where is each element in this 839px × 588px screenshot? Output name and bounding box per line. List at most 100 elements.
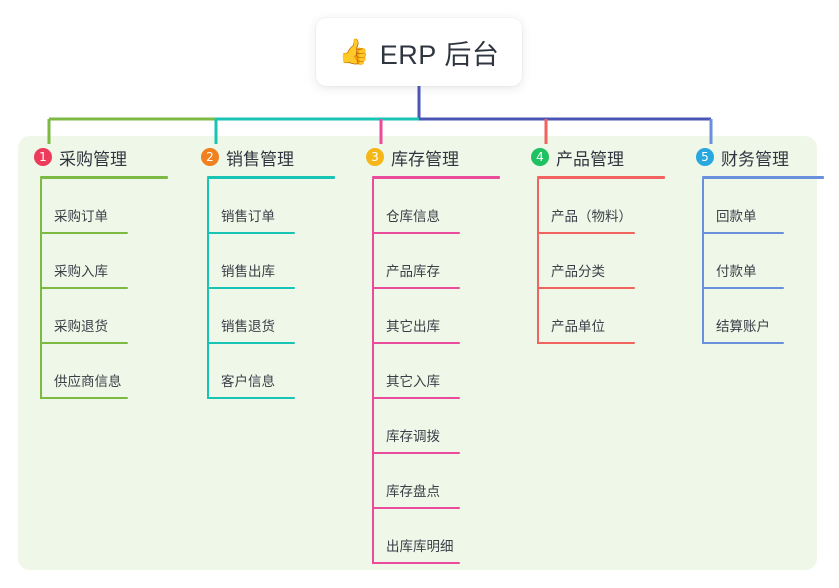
branch-child-underline (372, 287, 460, 289)
branch-column: 4 产品管理产品（物料） 产品分类产品单位 (515, 144, 685, 344)
branch-child-label: 供应商信息 (54, 374, 122, 389)
branch-underline (40, 176, 168, 179)
branch-child-underline (372, 232, 460, 234)
branch-header[interactable]: 2 销售管理 (185, 144, 355, 170)
branch-child-label: 其它入库 (386, 374, 440, 389)
branch-child-list: 仓库信息产品库存其它出库其它入库库存调拨库存盘点出库库明细 (350, 179, 520, 564)
branch-child-item[interactable]: 采购退货 (18, 289, 188, 344)
branch-child-label: 库存盘点 (386, 484, 440, 499)
branch-child-item[interactable]: 结算账户 (680, 289, 820, 344)
branch-spine (40, 179, 42, 399)
branch-column: 5 财务管理回款单付款单结算账户 (680, 144, 824, 344)
branch-child-label: 产品单位 (551, 319, 605, 334)
branch-header[interactable]: 1 采购管理 (18, 144, 188, 170)
branch-child-underline (207, 287, 295, 289)
branch-child-underline (702, 232, 784, 234)
branch-child-underline (537, 232, 635, 234)
branch-spine (372, 179, 374, 564)
branch-header[interactable]: 3 库存管理 (350, 144, 520, 170)
branch-child-list: 采购订单采购入库采购退货供应商信息 (18, 179, 188, 399)
branch-child-item[interactable]: 付款单 (680, 234, 820, 289)
branch-number-badge: 4 (531, 148, 549, 166)
branch-child-item[interactable]: 产品单位 (515, 289, 685, 344)
root-node-content: 👍 ERP 后台 (339, 33, 500, 72)
branch-child-label: 付款单 (716, 264, 757, 279)
branch-child-underline (702, 342, 784, 344)
branch-child-label: 产品库存 (386, 264, 440, 279)
branch-child-underline (372, 397, 460, 399)
branch-child-item[interactable]: 产品分类 (515, 234, 685, 289)
branch-child-underline (372, 562, 460, 564)
branch-child-label: 客户信息 (221, 374, 275, 389)
branch-child-item[interactable]: 产品（物料） (515, 179, 685, 234)
branch-child-list: 产品（物料） 产品分类产品单位 (515, 179, 685, 344)
branch-title: 采购管理 (59, 149, 127, 169)
branch-child-underline (207, 397, 295, 399)
branch-child-underline (207, 342, 295, 344)
branch-title: 销售管理 (226, 149, 294, 169)
branch-header[interactable]: 5 财务管理 (680, 144, 820, 170)
branch-child-item[interactable]: 产品库存 (350, 234, 520, 289)
branch-child-label: 出库库明细 (386, 539, 454, 554)
branch-child-item[interactable]: 销售出库 (185, 234, 355, 289)
branch-child-underline (372, 452, 460, 454)
branch-child-item[interactable]: 其它入库 (350, 344, 520, 399)
branch-child-underline (40, 342, 128, 344)
branch-child-item[interactable]: 供应商信息 (18, 344, 188, 399)
branch-child-item[interactable]: 客户信息 (185, 344, 355, 399)
branch-spine (537, 179, 539, 344)
branch-spine (702, 179, 704, 344)
branch-child-list: 销售订单销售出库销售退货客户信息 (185, 179, 355, 399)
branch-child-item[interactable]: 其它出库 (350, 289, 520, 344)
branch-child-item[interactable]: 销售退货 (185, 289, 355, 344)
branch-column: 3 库存管理仓库信息产品库存其它出库其它入库库存调拨库存盘点出库库明细 (350, 144, 520, 564)
branch-underline (537, 176, 665, 179)
branch-child-underline (372, 342, 460, 344)
branch-child-label: 销售退货 (221, 319, 275, 334)
branch-child-list: 回款单付款单结算账户 (680, 179, 820, 344)
branch-child-item[interactable]: 仓库信息 (350, 179, 520, 234)
branch-child-label: 产品分类 (551, 264, 605, 279)
branch-child-label: 仓库信息 (386, 209, 440, 224)
branch-underline (207, 176, 335, 179)
branch-title: 库存管理 (391, 149, 459, 169)
branch-column: 2 销售管理销售订单销售出库销售退货客户信息 (185, 144, 355, 399)
branch-child-underline (537, 287, 635, 289)
branch-number-badge: 3 (366, 148, 384, 166)
branch-child-label: 采购入库 (54, 264, 108, 279)
branch-child-label: 库存调拨 (386, 429, 440, 444)
branch-column: 1 采购管理采购订单采购入库采购退货供应商信息 (18, 144, 188, 399)
branch-title: 财务管理 (721, 149, 789, 169)
branch-number-badge: 2 (201, 148, 219, 166)
branch-child-label: 回款单 (716, 209, 757, 224)
branch-number-badge: 1 (34, 148, 52, 166)
branch-child-underline (207, 232, 295, 234)
branch-child-label: 结算账户 (716, 319, 770, 334)
branch-child-underline (40, 287, 128, 289)
branch-child-item[interactable]: 销售订单 (185, 179, 355, 234)
branch-child-label: 销售订单 (221, 209, 275, 224)
branch-underline (372, 176, 500, 179)
branch-child-item[interactable]: 出库库明细 (350, 509, 520, 564)
branch-child-item[interactable]: 库存盘点 (350, 454, 520, 509)
branch-child-item[interactable]: 采购订单 (18, 179, 188, 234)
branch-child-item[interactable]: 回款单 (680, 179, 820, 234)
branch-child-label: 销售出库 (221, 264, 275, 279)
thumbs-up-icon: 👍 (338, 37, 370, 66)
branch-child-underline (40, 232, 128, 234)
root-node-title: ERP 后台 (379, 39, 500, 70)
root-node-card[interactable]: 👍 ERP 后台 (316, 18, 522, 86)
branch-child-item[interactable]: 库存调拨 (350, 399, 520, 454)
branch-child-underline (702, 287, 784, 289)
branches-panel (18, 136, 817, 570)
branch-number-badge: 5 (696, 148, 714, 166)
branch-spine (207, 179, 209, 399)
branch-child-underline (372, 507, 460, 509)
branch-title: 产品管理 (556, 149, 624, 169)
branch-child-underline (40, 397, 128, 399)
branch-underline (702, 176, 824, 179)
branch-child-item[interactable]: 采购入库 (18, 234, 188, 289)
branch-child-underline (537, 342, 635, 344)
branch-child-label: 其它出库 (386, 319, 440, 334)
branch-header[interactable]: 4 产品管理 (515, 144, 685, 170)
